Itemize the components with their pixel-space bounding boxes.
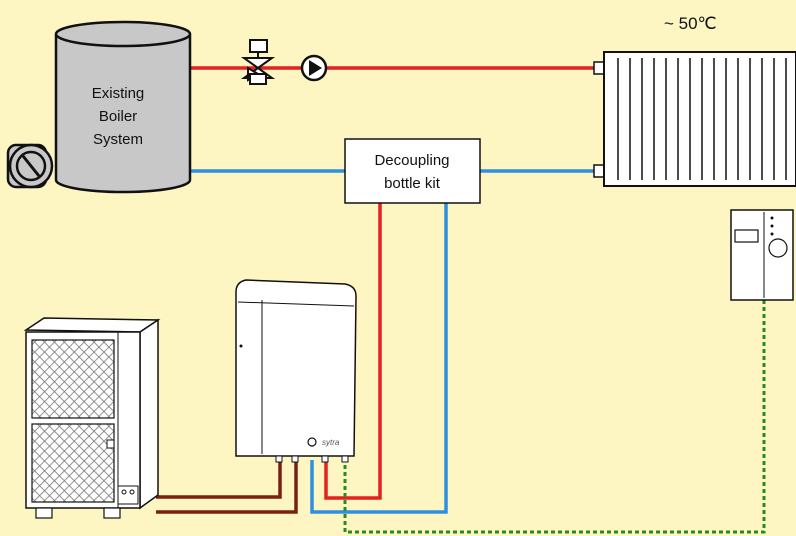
- boiler-label-line3: System: [93, 131, 143, 148]
- temperature-label: ~ 50℃: [664, 14, 717, 33]
- outdoor-unit: [23, 317, 161, 519]
- heat-pump-flow-pipe: [324, 200, 382, 500]
- decoupling-label-line1: Decoupling: [374, 152, 449, 169]
- pump-icon: [300, 54, 328, 82]
- boiler-label-line1: Existing: [92, 85, 145, 102]
- room-thermostat: [730, 209, 794, 301]
- indoor-unit-brand: sytra: [322, 438, 340, 447]
- decoupling-bottle-kit: Decoupling bottle kit: [344, 138, 481, 204]
- control-wire: [343, 300, 766, 534]
- boiler-label-line2: Boiler: [99, 108, 137, 125]
- mixing-valve-icon: [240, 39, 276, 85]
- existing-boiler: Existing Boiler System: [54, 20, 192, 194]
- refrigerant-lines: [156, 462, 298, 514]
- heat-pump-return-pipe: [310, 200, 448, 514]
- fan-icon: [31, 339, 115, 503]
- radiator-fins: [617, 58, 787, 180]
- decoupling-label-line2: bottle kit: [384, 175, 441, 192]
- indoor-hydro-unit: sytra: [235, 279, 357, 463]
- radiator: [593, 51, 796, 187]
- burner-icon: [6, 143, 54, 189]
